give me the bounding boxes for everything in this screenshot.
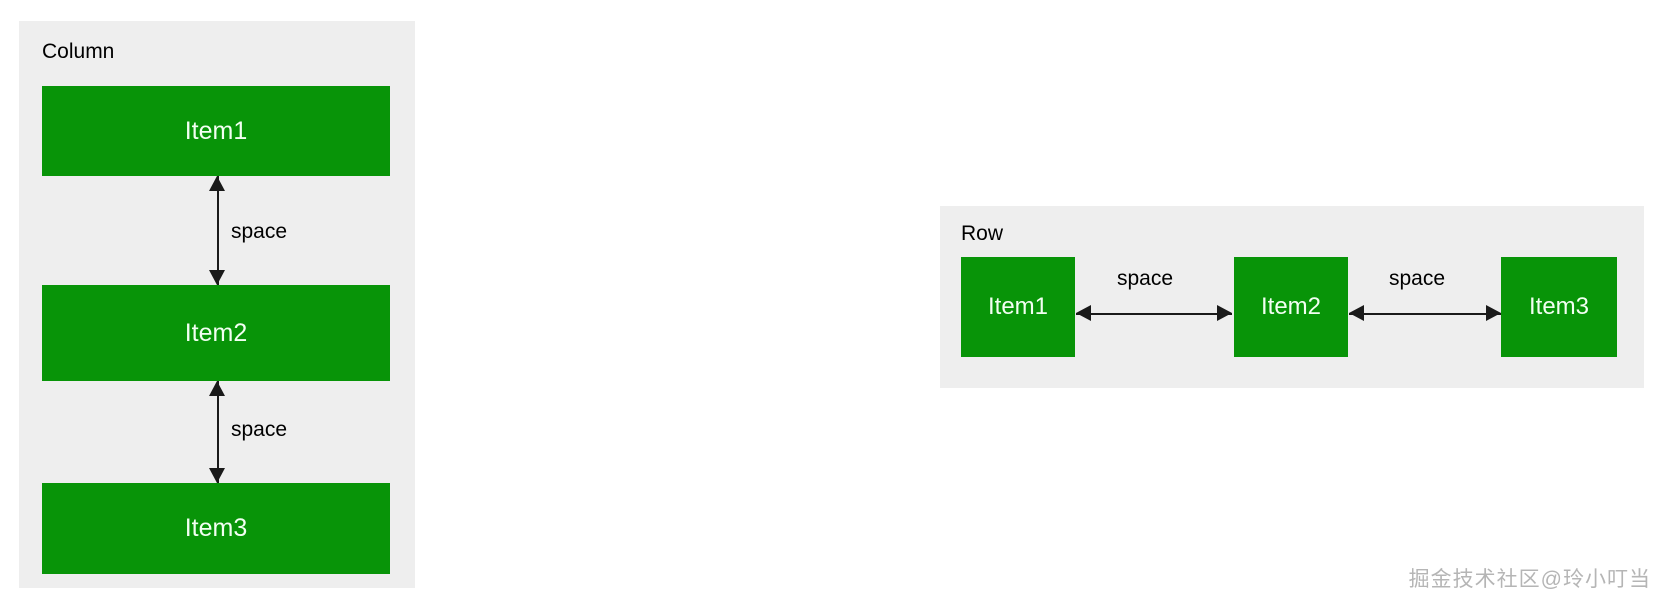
row-item-box-3: Item3 xyxy=(1501,257,1617,357)
column-item-box-3: Item3 xyxy=(42,483,390,574)
column-panel-title: Column xyxy=(42,40,115,63)
arrow-shaft xyxy=(217,176,219,285)
row-panel-title: Row xyxy=(961,222,1004,245)
column-item-box-1: Item1 xyxy=(42,86,390,176)
column-gap-arrow-1 xyxy=(209,176,226,285)
arrow-head-down-icon xyxy=(209,468,225,483)
row-gap-label-1: space xyxy=(1117,267,1174,290)
column-gap-arrow-2 xyxy=(209,381,226,483)
arrow-head-right-icon xyxy=(1217,305,1232,321)
watermark-text: 掘金技术社区@玲小叮当 xyxy=(1408,568,1651,591)
column-gap-label-1: space xyxy=(231,220,288,243)
column-gap-label-2: space xyxy=(231,418,288,441)
column-item-box-2: Item2 xyxy=(42,285,390,381)
arrow-head-left-icon xyxy=(1076,305,1091,321)
arrow-head-down-icon xyxy=(209,270,225,285)
arrow-head-up-icon xyxy=(209,176,225,191)
row-panel: Row Item1 space Item2 space Item3 xyxy=(940,206,1644,388)
arrow-shaft xyxy=(217,381,219,483)
row-item-box-1: Item1 xyxy=(961,257,1075,357)
column-panel: Column Item1 space Item2 space Item3 xyxy=(19,21,415,588)
arrow-head-right-icon xyxy=(1486,305,1501,321)
arrow-shaft xyxy=(1349,313,1501,315)
arrow-shaft xyxy=(1076,313,1232,315)
arrow-head-up-icon xyxy=(209,381,225,396)
arrow-head-left-icon xyxy=(1349,305,1364,321)
row-gap-arrow-2 xyxy=(1349,305,1501,322)
row-item-box-2: Item2 xyxy=(1234,257,1348,357)
row-gap-arrow-1 xyxy=(1076,305,1232,322)
row-gap-label-2: space xyxy=(1389,267,1446,290)
